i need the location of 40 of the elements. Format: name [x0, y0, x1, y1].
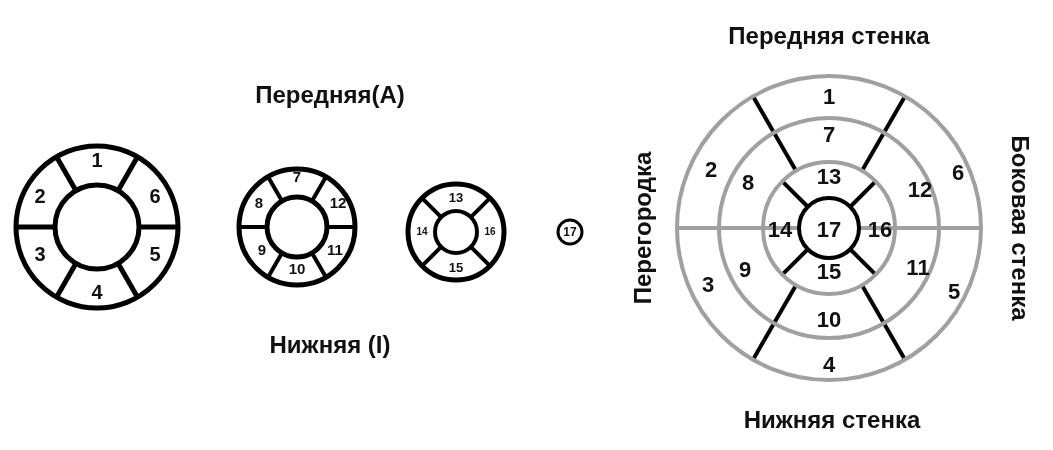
segment-number: 8 — [254, 194, 264, 210]
segment-number: 12 — [907, 179, 933, 201]
segment-number: 2 — [704, 159, 718, 181]
view-label: Нижняя (I) — [269, 333, 391, 357]
segment-number: 16 — [484, 227, 496, 237]
segment-number: 10 — [288, 260, 306, 276]
segment-number: 14 — [767, 219, 793, 241]
segment-number: 4 — [91, 282, 103, 302]
segment-number: 15 — [816, 261, 842, 283]
segment-number: 2 — [34, 186, 46, 206]
segment-number: 9 — [738, 259, 752, 281]
segment-number: 17 — [563, 226, 577, 238]
wall-label: Боковая стенка — [1008, 135, 1032, 321]
segment-number: 9 — [257, 241, 267, 257]
segment-number: 8 — [741, 172, 755, 194]
segment-number: 4 — [822, 354, 836, 376]
segment-number: 3 — [34, 244, 46, 264]
view-label: Передняя(A) — [255, 83, 405, 107]
segment-number: 5 — [149, 244, 161, 264]
segment-number: 7 — [822, 124, 836, 146]
segment-number: 6 — [149, 186, 161, 206]
segment-number: 1 — [91, 150, 103, 170]
segment-number: 10 — [816, 309, 842, 331]
segment-number: 7 — [292, 168, 302, 184]
segment-number: 15 — [448, 260, 464, 274]
segment-number: 3 — [701, 274, 715, 296]
segment-number: 14 — [416, 227, 428, 237]
segment-number: 13 — [448, 190, 464, 204]
segment-number: 17 — [816, 219, 842, 241]
wall-label: Нижняя стенка — [743, 408, 921, 432]
segment-number: 6 — [951, 162, 965, 184]
segment-number: 5 — [947, 281, 961, 303]
segment-number: 11 — [906, 257, 930, 279]
wall-label: Передняя стенка — [728, 24, 930, 48]
segment-number: 11 — [327, 241, 343, 257]
segment-number: 13 — [816, 166, 842, 188]
segment-number: 16 — [867, 219, 893, 241]
wall-label: Перегородка — [631, 151, 655, 305]
segment-number: 1 — [822, 86, 836, 108]
segment-number: 12 — [329, 194, 347, 210]
